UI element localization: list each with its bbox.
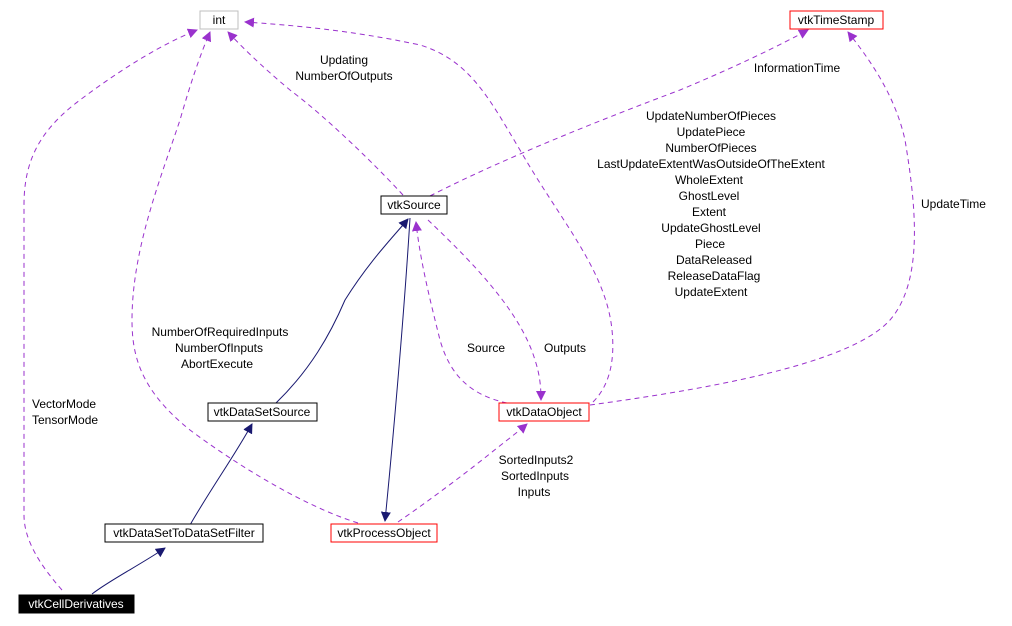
- edge-datasetsource-to-source: [275, 218, 409, 404]
- edge-label: Source: [467, 341, 505, 355]
- edge-label: Extent: [692, 205, 727, 219]
- edge-label: SortedInputs2: [499, 453, 574, 467]
- edge-source-to-timestamp: [429, 29, 809, 197]
- node-vtkcellderivatives[interactable]: vtkCellDerivatives: [18, 594, 135, 614]
- node-vtkdatasetsource[interactable]: vtkDataSetSource: [207, 402, 318, 422]
- edge-label: Inputs: [518, 485, 551, 499]
- edge-dataobject-to-int: [244, 17, 614, 403]
- node-int-label: int: [213, 13, 226, 27]
- node-vtkcellderivatives-label: vtkCellDerivatives: [28, 597, 123, 611]
- node-vtkdatasettodatasetfilter[interactable]: vtkDataSetToDataSetFilter: [104, 523, 264, 543]
- edge-celldv-to-filter: [91, 547, 166, 595]
- edge-label: Outputs: [544, 341, 586, 355]
- edge-label: UpdateNumberOfPieces: [646, 109, 776, 123]
- node-vtkprocessobject-label: vtkProcessObject: [337, 526, 431, 540]
- node-vtkprocessobject[interactable]: vtkProcessObject: [330, 523, 438, 543]
- edge-label: SortedInputs: [501, 469, 569, 483]
- node-vtktimestamp-label: vtkTimeStamp: [798, 13, 875, 27]
- node-vtkdataobject-label: vtkDataObject: [506, 405, 582, 419]
- edge-label: VectorMode: [32, 397, 96, 411]
- node-vtksource[interactable]: vtkSource: [380, 195, 448, 215]
- edge-label: UpdateGhostLevel: [661, 221, 760, 235]
- node-vtksource-label: vtkSource: [387, 198, 441, 212]
- edge-label: UpdateExtent: [675, 285, 748, 299]
- edge-label: TensorMode: [32, 413, 98, 427]
- node-int[interactable]: int: [199, 10, 239, 30]
- edge-filter-to-datasetsource: [189, 423, 253, 526]
- edge-dataobject-to-timestamp: [589, 31, 915, 406]
- node-vtkdataobject[interactable]: vtkDataObject: [498, 402, 590, 422]
- edge-source-to-processobject: [380, 217, 411, 522]
- usage-edges: [23, 17, 915, 591]
- edge-source-to-dataobject: [427, 219, 546, 401]
- edge-label: LastUpdateExtentWasOutsideOfTheExtent: [597, 157, 825, 171]
- edge-label: Updating: [320, 53, 368, 67]
- edge-labels: VectorMode TensorMode NumberOfRequiredIn…: [32, 53, 986, 499]
- edge-dataobject-to-source: [411, 221, 508, 404]
- edge-label: WholeExtent: [675, 173, 744, 187]
- edge-processobject-to-dataobject: [397, 423, 528, 523]
- edge-label: DataReleased: [676, 253, 752, 267]
- edge-label: ReleaseDataFlag: [668, 269, 761, 283]
- edge-label: NumberOfRequiredInputs: [152, 325, 289, 339]
- node-vtkdatasetsource-label: vtkDataSetSource: [214, 405, 311, 419]
- edge-label: GhostLevel: [679, 189, 740, 203]
- inheritance-edges: [91, 217, 411, 595]
- edge-label: AbortExecute: [181, 357, 253, 371]
- node-vtktimestamp[interactable]: vtkTimeStamp: [789, 10, 884, 30]
- edge-source-to-int: [227, 31, 404, 196]
- edge-label: UpdatePiece: [677, 125, 746, 139]
- edge-label: UpdateTime: [921, 197, 986, 211]
- edge-label: NumberOfOutputs: [295, 69, 392, 83]
- edge-label: NumberOfInputs: [175, 341, 263, 355]
- edge-label: NumberOfPieces: [665, 141, 756, 155]
- edge-celldv-to-int: [23, 28, 198, 591]
- node-vtkdatasettodatasetfilter-label: vtkDataSetToDataSetFilter: [113, 526, 254, 540]
- edge-processobject-to-int: [131, 31, 359, 524]
- edge-label: InformationTime: [754, 61, 841, 75]
- edge-label: Piece: [695, 237, 725, 251]
